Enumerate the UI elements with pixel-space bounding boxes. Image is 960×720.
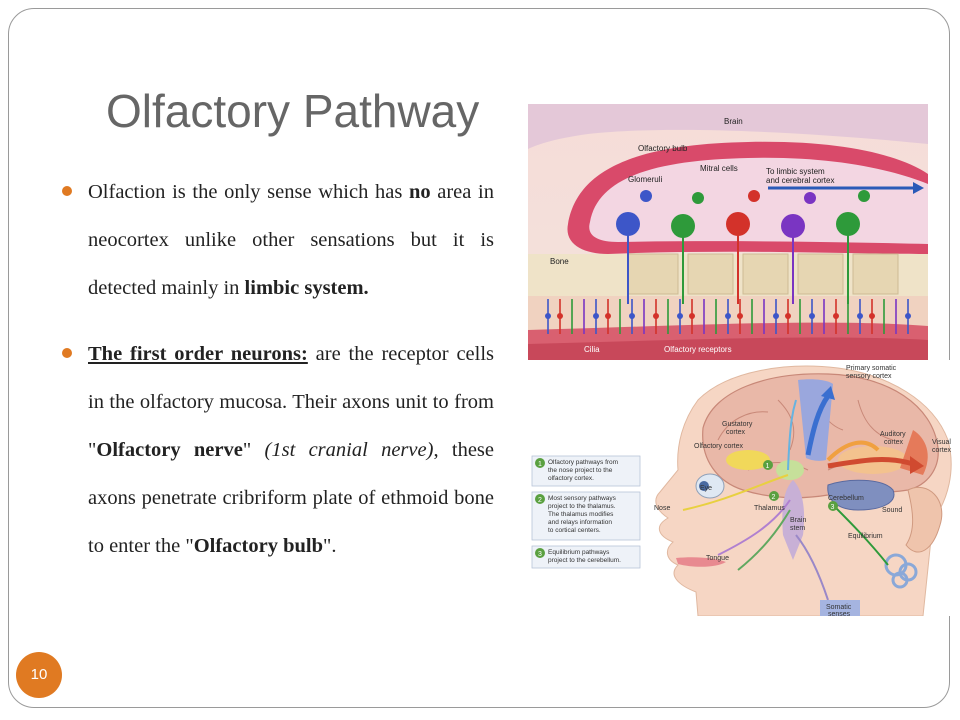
label-olfactory-receptors: Olfactory receptors bbox=[664, 345, 732, 354]
legend-text: and relays information bbox=[548, 519, 612, 526]
label-to-limbic-1: To limbic system bbox=[766, 167, 825, 176]
legend-text: Most sensory pathways bbox=[548, 495, 617, 502]
label-thalamus: Thalamus bbox=[754, 505, 785, 512]
svg-text:3: 3 bbox=[831, 504, 835, 511]
label-to-limbic-2: and cerebral cortex bbox=[766, 176, 834, 185]
bullet-text-bold: Olfactory nerve bbox=[96, 439, 243, 461]
label-mitral-cells: Mitral cells bbox=[700, 164, 738, 173]
bullet-text-bold: limbic system. bbox=[244, 277, 369, 299]
label-gustatory-1: Gustatory bbox=[722, 421, 753, 428]
label-brain: Brain bbox=[724, 117, 743, 126]
legend-badge: 1 bbox=[538, 461, 542, 468]
label-eye: Eye bbox=[700, 485, 712, 492]
bullet-dot bbox=[62, 186, 72, 196]
label-visual-2: cortex bbox=[932, 447, 952, 454]
slide-frame bbox=[8, 8, 950, 708]
legend-text: olfactory cortex. bbox=[548, 475, 594, 482]
bullet-heading: The first order neurons: bbox=[88, 343, 308, 365]
label-somatic-2: senses bbox=[828, 611, 851, 616]
label-brain-stem-2: stem bbox=[790, 525, 805, 532]
label-primary-somatic-2: sensory cortex bbox=[846, 373, 892, 380]
label-nose: Nose bbox=[654, 505, 670, 512]
bullet-text-bold: no bbox=[408, 181, 431, 203]
bullet-dot bbox=[62, 348, 72, 358]
slide-content: Olfaction is the only sense which has no… bbox=[62, 168, 494, 588]
svg-text:1: 1 bbox=[766, 463, 770, 470]
legend-badge: 3 bbox=[538, 551, 542, 558]
bullet-text: " bbox=[242, 439, 265, 461]
label-glomeruli: Glomeruli bbox=[628, 175, 662, 184]
label-tongue: Tongue bbox=[706, 555, 729, 562]
legend-text: the nose project to the bbox=[548, 467, 613, 474]
legend-text: project to the thalamus. bbox=[548, 503, 616, 510]
bullet-text-italic: (1st cranial nerve) bbox=[264, 439, 434, 461]
bullet-text-bold: Olfactory bulb bbox=[193, 535, 323, 557]
sensory-pathways-illustration: 1 2 3 1 Olfactory pathways from the nose… bbox=[528, 360, 956, 616]
page-number-badge: 10 bbox=[16, 652, 62, 698]
legend-badge: 2 bbox=[538, 497, 542, 504]
label-olfactory-bulb: Olfactory bulb bbox=[638, 144, 688, 153]
label-brain-stem-1: Brain bbox=[790, 517, 806, 524]
bullet-olfaction: Olfaction is the only sense which has no… bbox=[62, 168, 494, 312]
slide-title: Olfactory Pathway bbox=[106, 85, 480, 137]
bullet-text: , these axons penetrate cribriform plate… bbox=[88, 439, 494, 557]
label-equilibrium: Equilibrium bbox=[848, 533, 883, 540]
svg-text:2: 2 bbox=[772, 494, 776, 501]
label-olfactory-cortex: Olfactory cortex bbox=[694, 443, 744, 450]
label-primary-somatic-1: Primary somatic bbox=[846, 365, 897, 372]
label-cilia: Cilia bbox=[584, 345, 600, 354]
bullet-first-order-neurons: The first order neurons: are the recepto… bbox=[62, 330, 494, 570]
bullet-text: ". bbox=[322, 535, 337, 557]
label-somatic-1: Somatic bbox=[826, 604, 852, 611]
legend-text: project to the cerebellum. bbox=[548, 557, 621, 564]
legend-text: to cortical centers. bbox=[548, 527, 601, 534]
label-gustatory-2: cortex bbox=[726, 429, 746, 436]
legend-text: Olfactory pathways from bbox=[548, 459, 618, 466]
bullet-text: are the receptor cells in the olfactory … bbox=[88, 343, 495, 461]
bullet-text: Olfaction is the only sense which has bbox=[88, 181, 409, 203]
pathway-legend: 1 Olfactory pathways from the nose proje… bbox=[531, 455, 641, 569]
label-cerebellum: Cerebellum bbox=[828, 495, 864, 502]
bullet-text: area in neocortex unlike other sensation… bbox=[88, 181, 494, 299]
label-sound: Sound bbox=[882, 507, 902, 514]
label-bone: Bone bbox=[550, 257, 569, 266]
legend-text: Equilibrium pathways bbox=[548, 549, 610, 556]
label-auditory-1: Auditory bbox=[880, 431, 906, 438]
legend-text: The thalamus modifies bbox=[548, 511, 614, 518]
label-auditory-2: cortex bbox=[884, 439, 904, 446]
olfactory-bulb-illustration: Brain Olfactory bulb Mitral cells Glomer… bbox=[528, 104, 928, 360]
label-visual-1: Visual bbox=[932, 439, 951, 446]
